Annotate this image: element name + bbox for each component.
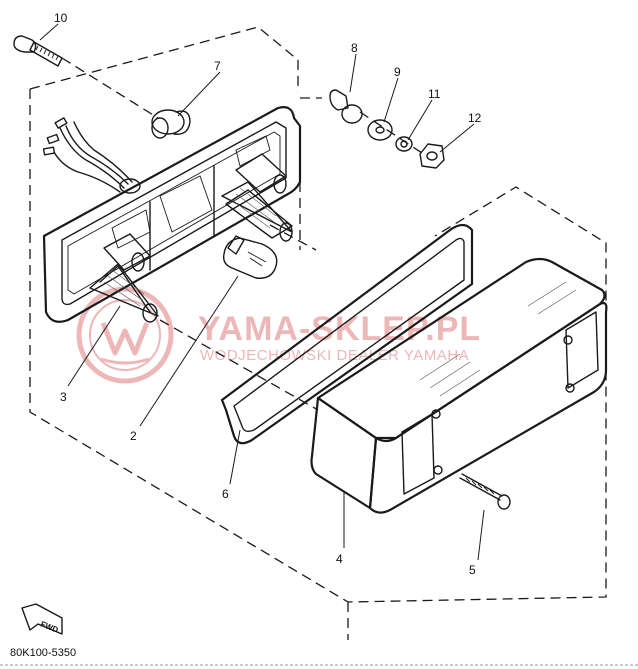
callout-3: 3 <box>60 390 67 404</box>
callout-9: 9 <box>394 65 401 79</box>
spring-washer <box>395 136 413 152</box>
callout-12: 12 <box>468 111 482 125</box>
callout-7: 7 <box>214 59 221 73</box>
part-code: 80K100-5350 <box>10 647 76 659</box>
watermark-subtitle: WODJECHOWSKI DEALER YAMAHA <box>200 347 469 364</box>
bolt <box>13 35 63 67</box>
lens <box>310 257 608 514</box>
taillight-base <box>42 106 302 323</box>
watermark-logo <box>76 286 174 384</box>
washer <box>367 119 393 141</box>
callout-5: 5 <box>469 563 476 577</box>
callout-4: 4 <box>336 552 343 566</box>
callout-2: 2 <box>130 429 137 443</box>
callout-11: 11 <box>428 87 441 101</box>
explosion-lines <box>61 57 426 411</box>
gasket <box>220 223 474 445</box>
leader-lines <box>39 23 485 561</box>
nut <box>419 143 445 169</box>
lens-screw <box>459 473 511 510</box>
fwd-arrow: FWD <box>21 603 63 635</box>
fwd-label: FWD <box>39 620 59 635</box>
watermark: YAMA-SKLEP.PL WODJECHOWSKI DEALER YAMAHA <box>76 286 481 384</box>
grommet <box>151 109 191 139</box>
fastener-stud <box>329 89 363 124</box>
callout-numbers: 2 3 4 5 6 7 8 9 10 11 12 <box>54 11 482 577</box>
bulb <box>222 235 278 279</box>
watermark-title: YAMA-SKLEP.PL <box>198 310 481 348</box>
callout-10: 10 <box>54 11 68 25</box>
callout-6: 6 <box>222 487 229 501</box>
callout-8: 8 <box>351 41 358 55</box>
